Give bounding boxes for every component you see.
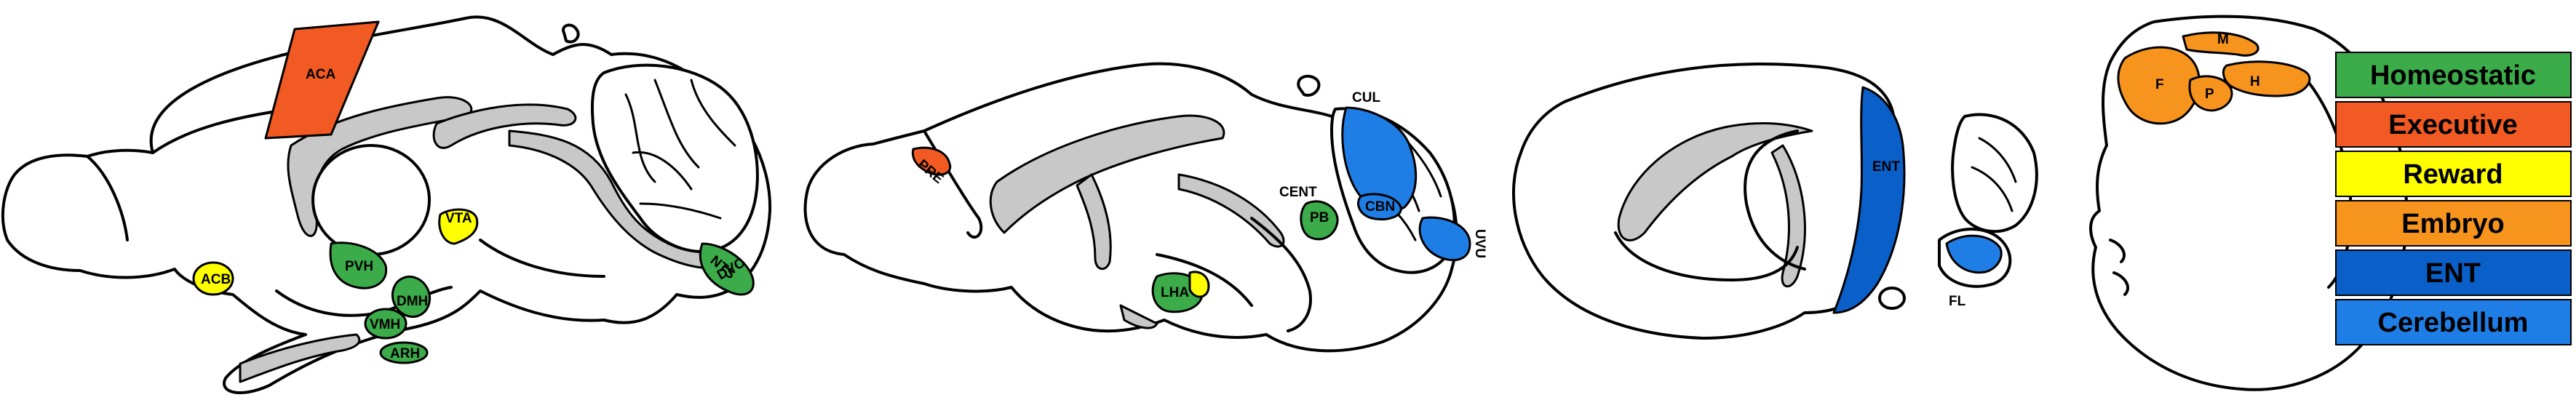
panel-2-ventral-band — [1119, 304, 1158, 329]
legend-label-homeostatic: Homeostatic — [2370, 60, 2536, 91]
label-ent: ENT — [1872, 159, 1900, 175]
label-f: F — [2155, 77, 2164, 92]
region-m — [2182, 31, 2259, 57]
legend-label-reward: Reward — [2403, 159, 2503, 190]
region-fl — [1945, 234, 2003, 274]
legend-swatch-reward — [2335, 151, 2572, 197]
region-vmh — [364, 308, 408, 340]
label-dmh: DMH — [397, 294, 428, 309]
region-acb — [192, 261, 234, 296]
panel-3-white-matter — [1617, 122, 1813, 241]
region-pre — [911, 146, 952, 176]
region-p — [2188, 75, 2233, 112]
region-cbn — [1357, 193, 1402, 221]
panel-2-lateral-brain: PRE CUL CENT PB CBN UVU LHA — [803, 62, 1487, 353]
label-uvu: UVU — [1472, 229, 1487, 258]
legend-swatch-ent — [2335, 249, 2572, 296]
label-pvh: PVH — [345, 259, 373, 274]
legend-label-cerebellum: Cerebellum — [2378, 308, 2529, 338]
label-cent: CENT — [1279, 185, 1317, 200]
panel-1-ventricle — [432, 103, 577, 149]
panel-1-ventral-band — [239, 333, 361, 383]
label-p: P — [2205, 87, 2214, 102]
region-cul — [1341, 106, 1418, 213]
region-aca — [264, 20, 380, 140]
panel-2-brainstem-line — [1250, 217, 1312, 332]
legend-label-ent: ENT — [2425, 258, 2481, 289]
panel-3-inner-line — [1614, 231, 1799, 281]
panel-3-hemisphere: ENT FL — [1512, 63, 2038, 340]
panel-2-pons-line — [1156, 253, 1253, 307]
panel-1-sagittal-brain: ACA ACB VTA PVH DMH VMH ARH NTS DVC — [1, 15, 772, 395]
panel-2-white-matter — [989, 114, 1225, 234]
legend-label-executive: Executive — [2388, 110, 2517, 140]
panel-1-pineal — [562, 23, 580, 44]
legend-swatch-embryo — [2335, 200, 2572, 247]
region-h — [2222, 60, 2311, 97]
legend: Homeostatic Executive Reward Embryo ENT … — [2335, 52, 2572, 345]
legend-item-executive: Executive — [2335, 101, 2572, 148]
label-acb: ACB — [201, 272, 231, 287]
label-pb: PB — [1310, 210, 1329, 225]
panel-1-thalamus — [311, 144, 431, 256]
legend-item-reward: Reward — [2335, 151, 2572, 197]
region-lha-reward — [1188, 271, 1210, 298]
region-uvu — [1418, 216, 1471, 262]
panel-1-cerebellum-folia — [624, 79, 736, 220]
label-fl: FL — [1949, 294, 1966, 309]
label-vta: VTA — [445, 211, 472, 226]
label-vmh: VMH — [370, 317, 400, 332]
panel-3-cerebellum-folia — [1971, 137, 2017, 212]
legend-item-ent: ENT — [2335, 249, 2572, 296]
label-aca: ACA — [306, 67, 335, 82]
panel-3-cerebellum — [1951, 113, 2038, 233]
region-pvh — [329, 241, 388, 289]
panel-4-embryo: M F H P — [2089, 15, 2409, 391]
label-cul: CUL — [1352, 90, 1380, 105]
label-cbn: CBN — [1365, 199, 1395, 215]
legend-swatch-executive — [2335, 101, 2572, 148]
legend-item-cerebellum: Cerebellum — [2335, 299, 2572, 345]
label-m: M — [2217, 32, 2229, 47]
region-ent — [1832, 86, 1906, 314]
panel-3-hippocampal-line — [1744, 129, 1806, 271]
legend-item-embryo: Embryo — [2335, 200, 2572, 247]
legend-swatch-homeostatic — [2335, 52, 2572, 98]
region-cent — [1300, 200, 1339, 241]
region-dmh — [391, 276, 432, 318]
label-arh: ARH — [390, 346, 420, 361]
panel-1-olfactory-line — [86, 155, 129, 241]
panel-1-pons-line — [479, 239, 605, 278]
panel-4-face-line — [2109, 239, 2129, 296]
region-nts-dvc — [699, 242, 755, 296]
legend-label-embryo: Embryo — [2401, 209, 2504, 239]
label-h: H — [2250, 74, 2260, 89]
label-lha: LHA — [1161, 285, 1189, 300]
legend-item-homeostatic: Homeostatic — [2335, 52, 2572, 98]
region-vta — [438, 208, 479, 245]
panel-3-small-circle — [1878, 287, 1906, 310]
panel-2-top-blob — [1297, 74, 1321, 97]
region-f — [2117, 46, 2201, 125]
panel-1-white-matter — [287, 96, 473, 237]
legend-swatch-cerebellum — [2335, 299, 2572, 345]
region-arh — [379, 341, 429, 364]
panel-2-striatum-band — [1076, 173, 1112, 270]
panel-2-brain-outline — [803, 62, 1458, 353]
